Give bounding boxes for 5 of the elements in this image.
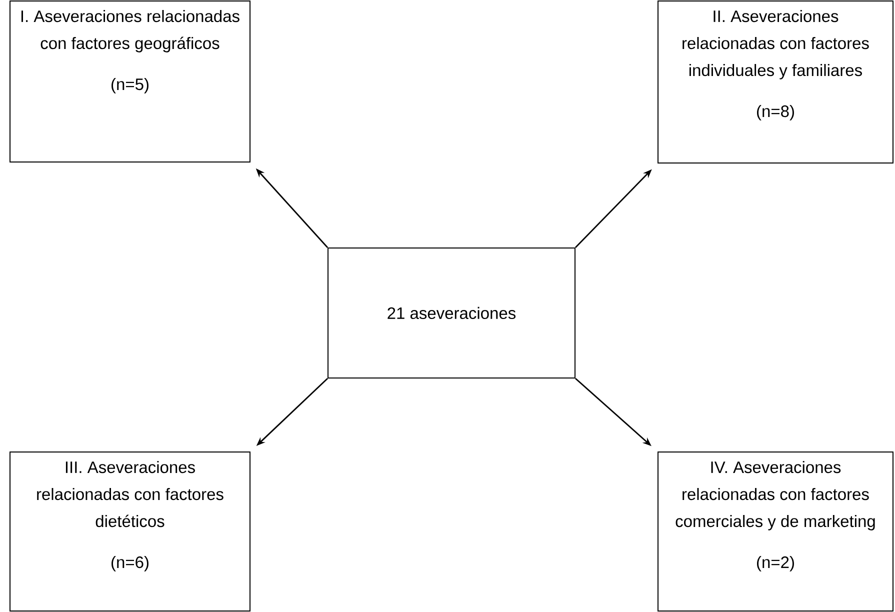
center-box: 21 aseveraciones <box>328 248 576 378</box>
category-box: IV. Aseveraciones relacionadas con factores comerciales y de marketing (n=2) <box>658 451 894 612</box>
category-box: I. Aseveraciones relacionadas con factores geográficos (n=5) <box>10 0 250 162</box>
category-box: III. Aseveraciones relacionadas con factores dietéticos (n=6) <box>10 451 250 612</box>
category-box: II. Aseveraciones relacionadas con factores individuales y familiares (n=8) <box>658 0 894 164</box>
